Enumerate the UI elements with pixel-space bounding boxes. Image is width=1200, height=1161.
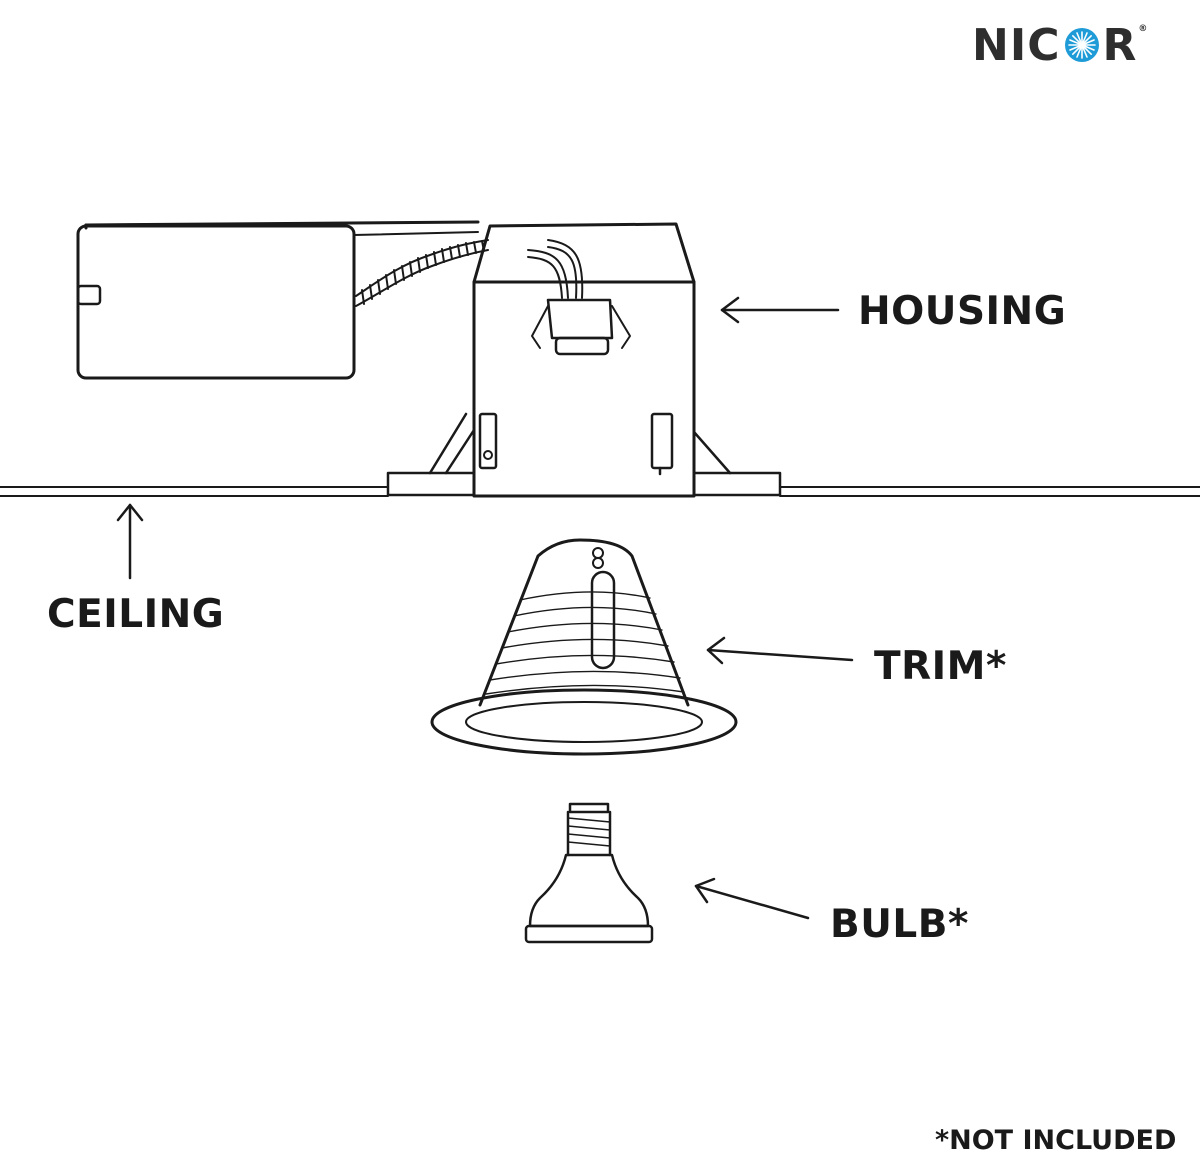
housing-can (386, 222, 782, 498)
flex-conduit (355, 239, 489, 307)
junction-box (76, 220, 480, 380)
nicor-logo: NIC R ® (972, 19, 1149, 71)
ceiling-line (0, 486, 1200, 497)
not-included-footnote: *NOT INCLUDED (935, 1125, 1177, 1156)
housing-label: HOUSING (858, 289, 1067, 334)
logo-text-suffix: R (1102, 19, 1138, 71)
bulb (524, 802, 654, 944)
trim (430, 538, 738, 756)
registered-mark: ® (1138, 24, 1149, 34)
starburst-icon (1064, 28, 1099, 62)
ceiling-label: CEILING (47, 592, 225, 637)
bulb-label: BULB* (830, 902, 969, 947)
bulb-arrow (694, 877, 810, 920)
ceiling-arrow (116, 503, 144, 580)
logo-text-prefix: NIC (972, 19, 1061, 71)
trim-label: TRIM* (874, 644, 1007, 689)
trim-arrow (706, 636, 854, 665)
housing-arrow (720, 296, 840, 324)
